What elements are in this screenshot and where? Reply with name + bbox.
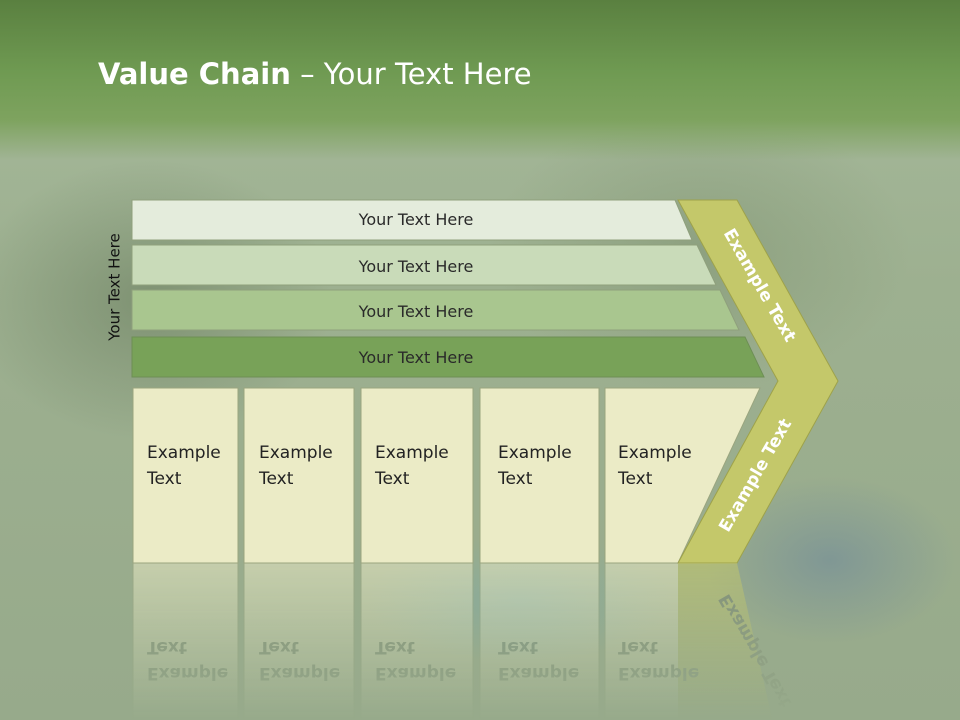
box-3[interactable] — [360, 387, 474, 564]
bar-1-label: Your Text Here — [358, 210, 474, 229]
reflection-box-1 — [132, 562, 239, 720]
header-band — [0, 0, 960, 160]
slide-title-bold: Value Chain — [98, 57, 291, 91]
box-1-line2: Text — [146, 469, 182, 489]
box-2[interactable] — [243, 387, 355, 564]
reflection-box-3-line1: Example — [375, 663, 456, 683]
slide-title-rest: – Your Text Here — [290, 57, 532, 91]
bars-group: Your Text Here Your Text Here Your Text … — [131, 199, 765, 378]
reflection-box-2 — [243, 562, 355, 720]
box-1-line1: Example — [147, 443, 221, 463]
bar-3-label: Your Text Here — [358, 302, 474, 321]
reflection-box-5-line2: Text — [618, 637, 658, 657]
reflection-box-4-line1: Example — [498, 663, 579, 683]
bar-3[interactable] — [131, 289, 740, 331]
box-1[interactable] — [132, 387, 239, 564]
reflection-chevron — [678, 563, 773, 720]
box-5-line2: Text — [617, 469, 653, 489]
box-4-line2: Text — [497, 469, 533, 489]
reflection-box-1-line1: Example — [147, 663, 228, 683]
reflection-box-3 — [360, 562, 474, 720]
box-3-line2: Text — [374, 469, 410, 489]
reflection-box-2-line2: Text — [259, 637, 299, 657]
reflection-box-2-line1: Example — [259, 663, 340, 683]
reflection-box-3-line2: Text — [375, 637, 415, 657]
reflection-box-4 — [479, 562, 600, 720]
slide-title: Value Chain – Your Text Here — [98, 54, 532, 94]
box-3-line1: Example — [375, 443, 449, 463]
bar-4-label: Your Text Here — [358, 348, 474, 367]
diagram-reflection: Example Text Example Text Example Text E… — [132, 562, 796, 720]
box-2-line1: Example — [259, 443, 333, 463]
bar-2-label: Your Text Here — [358, 257, 474, 276]
boxes-group: Example Text Example Text Example Text E… — [132, 387, 761, 564]
bar-1[interactable] — [131, 199, 693, 241]
box-5-line1: Example — [618, 443, 692, 463]
box-4[interactable] — [479, 387, 600, 564]
reflection-box-5-line1: Example — [618, 663, 699, 683]
reflection-box-4-line2: Text — [498, 637, 538, 657]
reflection-box-1-line2: Text — [147, 637, 187, 657]
bar-4[interactable] — [131, 336, 765, 378]
box-2-line2: Text — [258, 469, 294, 489]
bar-2[interactable] — [131, 244, 717, 286]
box-4-line1: Example — [498, 443, 572, 463]
